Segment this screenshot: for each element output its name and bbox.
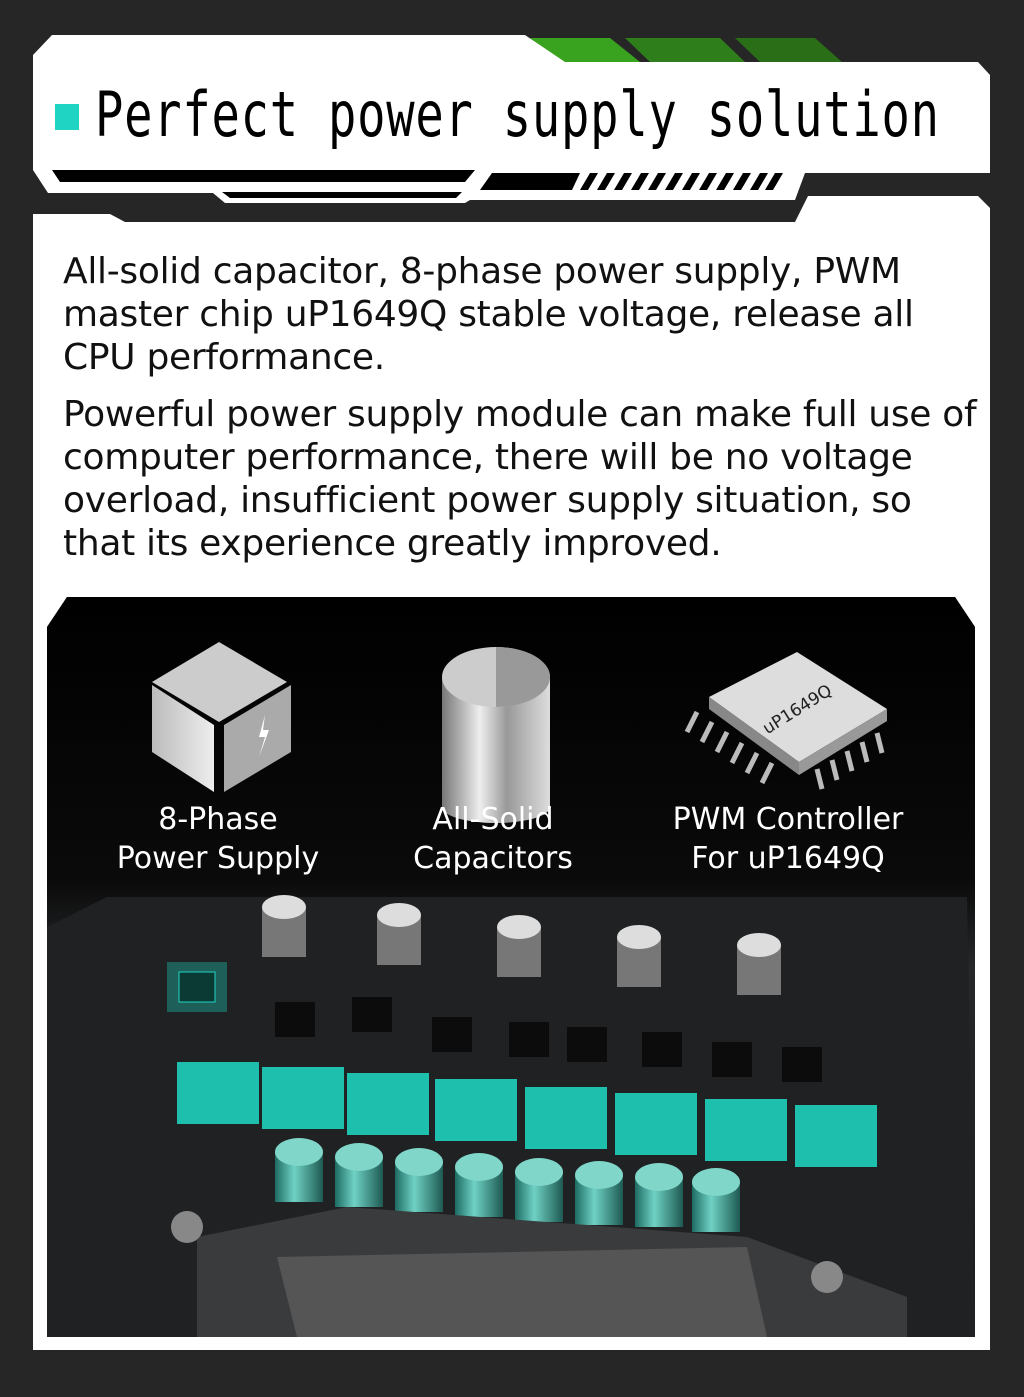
feature-label-line2: Power Supply bbox=[116, 841, 320, 876]
feature-label-line1: 8-Phase bbox=[158, 802, 278, 837]
page-title: Perfect power supply solution bbox=[95, 78, 940, 151]
feature-8-phase: 8-Phase Power Supply bbox=[68, 800, 368, 878]
motherboard-vrm-photo: uP1649Q bbox=[47, 597, 975, 1337]
description-paragraph-1: All-solid capacitor, 8-phase power suppl… bbox=[63, 251, 914, 378]
chip-icon: uP1649Q bbox=[684, 652, 887, 790]
motherboard-illustration: uP1649Q bbox=[47, 597, 975, 1337]
feature-label-line2: Capacitors bbox=[413, 841, 573, 876]
description-paragraph-2: Powerful power supply module can make fu… bbox=[63, 394, 977, 564]
header-frame bbox=[33, 35, 990, 203]
feature-pwm-controller: PWM Controller For uP1649Q bbox=[638, 800, 938, 878]
feature-label-line1: PWM Controller bbox=[672, 802, 904, 837]
capacitor-icon bbox=[442, 647, 550, 823]
feature-label-line2: For uP1649Q bbox=[691, 841, 885, 876]
feature-all-solid: All-Solid Capacitors bbox=[343, 800, 643, 878]
title-accent-square bbox=[55, 104, 79, 130]
power-cube-icon bbox=[152, 642, 291, 792]
feature-label-line1: All-Solid bbox=[432, 802, 554, 837]
